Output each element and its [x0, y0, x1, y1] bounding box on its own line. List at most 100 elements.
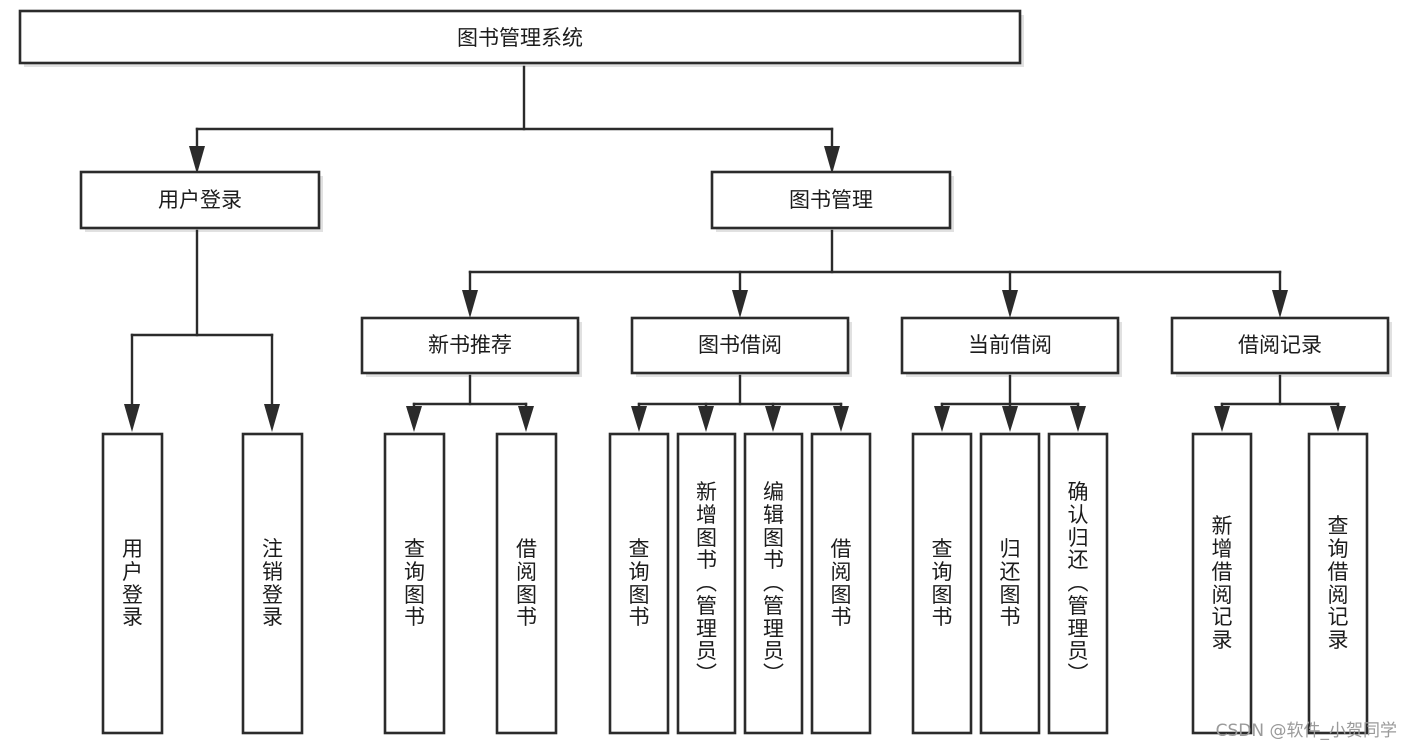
vertical-glyph: 查: [404, 537, 425, 562]
vertical-glyph: 归: [999, 537, 1021, 562]
leaf-box-query-book-1[interactable]: [383, 432, 446, 735]
vertical-glyph: 询: [628, 559, 650, 584]
leaf-box-add-record[interactable]: [1191, 432, 1253, 735]
vertical-glyph: 录: [262, 605, 283, 630]
node-book-borrow-box[interactable]: [630, 316, 850, 375]
label-current-borrow: 当前借阅: [968, 333, 1052, 357]
arrow-to-leaf-query-book-3: [934, 406, 950, 432]
label-title: 图书管理系统: [457, 26, 583, 50]
connectors-root: [189, 65, 840, 174]
vertical-glyph: 书: [628, 605, 650, 630]
connectors-user-login: [124, 229, 280, 432]
arrow-to-book-manage: [824, 146, 840, 174]
leaf-box-query-record[interactable]: [1307, 432, 1369, 735]
vertical-glyph: ︶: [1067, 661, 1089, 686]
arrow-to-leaf-return-book: [1002, 406, 1018, 432]
vertical-glyph: 图: [696, 525, 717, 550]
leaf-label-query-book-2: 查询图书: [610, 434, 668, 733]
leaf-label-add-book: 新增图书︵管理员︶: [678, 434, 735, 733]
connectors-borrow-record: [1214, 374, 1346, 432]
vertical-glyph: 书: [696, 548, 717, 573]
vertical-glyph: 询: [931, 559, 953, 584]
vertical-glyph: 书: [404, 605, 425, 630]
vertical-glyph: 借: [516, 537, 537, 562]
vertical-glyph: 图: [931, 582, 953, 607]
node-title-box[interactable]: [18, 9, 1022, 65]
vertical-glyph: 询: [1327, 537, 1349, 562]
vertical-glyph: 录: [1327, 627, 1349, 652]
node-borrow-record-box[interactable]: [1170, 316, 1390, 375]
vertical-glyph: 图: [999, 582, 1021, 607]
arrow-to-leaf-logout: [264, 404, 280, 432]
vertical-glyph: 销: [262, 559, 283, 584]
leaf-box-confirm-return[interactable]: [1047, 432, 1109, 735]
vertical-glyph: 员: [696, 639, 717, 664]
leaf-label-borrow-book-2: 借阅图书: [812, 434, 870, 733]
vertical-glyph: 登: [122, 582, 143, 607]
leaf-box-add-book[interactable]: [676, 432, 737, 735]
arrow-to-book-borrow: [732, 290, 748, 318]
vertical-glyph: 查: [1327, 514, 1349, 539]
vertical-glyph: 增: [1211, 537, 1233, 562]
vertical-glyph: 书: [830, 605, 852, 630]
vertical-glyph: 注: [262, 537, 283, 562]
vertical-glyph: 用: [122, 537, 143, 562]
vertical-glyph: 图: [830, 582, 852, 607]
node-boxes: [18, 9, 1390, 735]
leaf-box-return-book[interactable]: [979, 432, 1041, 735]
vertical-glyph: 图: [763, 525, 784, 550]
leaf-box-query-book-2[interactable]: [608, 432, 670, 735]
leaf-label-confirm-return: 确认归还︵管理员︶: [1049, 434, 1107, 733]
vertical-glyph: 确: [1067, 480, 1089, 505]
leaf-label-return-book: 归还图书: [981, 434, 1039, 733]
vertical-glyph: 管: [763, 593, 784, 618]
vertical-glyph: 借: [1327, 559, 1349, 584]
leaf-box-borrow-book-1[interactable]: [495, 432, 558, 735]
node-new-book-box[interactable]: [360, 316, 580, 375]
arrow-to-leaf-edit-book: [765, 406, 781, 432]
node-book-manage-box[interactable]: [710, 170, 952, 230]
vertical-glyph: 借: [830, 537, 852, 562]
vertical-glyph: 还: [999, 559, 1021, 584]
label-new-book: 新书推荐: [428, 333, 512, 357]
label-book-manage: 图书管理: [789, 188, 873, 212]
vertical-glyph: 员: [1067, 639, 1089, 664]
vertical-glyph: 管: [1067, 593, 1089, 618]
vertical-glyph: 新: [696, 480, 717, 505]
leaf-label-borrow-book-1: 借阅图书: [497, 434, 556, 733]
vertical-glyph: 记: [1211, 605, 1233, 630]
vertical-glyph: 编: [763, 480, 784, 505]
vertical-glyph: 管: [696, 593, 717, 618]
vertical-glyph: 录: [1211, 627, 1233, 652]
vertical-glyph: 借: [1211, 559, 1233, 584]
node-labels-horizontal: 图书管理系统 用户登录 图书管理 新书推荐 图书借阅 当前借阅 借阅记录: [158, 26, 1322, 357]
leaf-box-borrow-book-2[interactable]: [810, 432, 872, 735]
vertical-glyph: 书: [999, 605, 1021, 630]
vertical-glyph: 询: [404, 559, 425, 584]
arrow-to-leaf-user-login: [124, 404, 140, 432]
leaf-box-user-login[interactable]: [101, 432, 164, 735]
connectors-current-borrow: [934, 374, 1086, 432]
leaf-label-query-record: 查询借阅记录: [1309, 434, 1367, 733]
vertical-glyph: 还: [1067, 548, 1089, 573]
vertical-glyph: 理: [696, 616, 717, 641]
connectors-new-book: [406, 374, 534, 432]
vertical-glyph: 辑: [763, 503, 784, 528]
node-user-login-box[interactable]: [79, 170, 321, 230]
vertical-glyph: 阅: [830, 559, 852, 584]
vertical-glyph: 理: [1067, 616, 1089, 641]
leaf-label-add-record: 新增借阅记录: [1193, 434, 1251, 733]
leaf-label-logout: 注销登录: [243, 434, 302, 733]
arrow-to-leaf-confirm-return: [1070, 406, 1086, 432]
leaf-box-edit-book[interactable]: [743, 432, 804, 735]
vertical-glyph: 查: [628, 537, 650, 562]
leaf-box-logout[interactable]: [241, 432, 304, 735]
leaf-box-query-book-3[interactable]: [911, 432, 973, 735]
vertical-glyph: 查: [931, 537, 953, 562]
vertical-glyph: 认: [1067, 503, 1089, 528]
arrow-to-leaf-query-book-1: [406, 406, 422, 432]
arrow-to-current-borrow: [1002, 290, 1018, 318]
vertical-glyph: 书: [763, 548, 784, 573]
node-current-borrow-box[interactable]: [900, 316, 1120, 375]
